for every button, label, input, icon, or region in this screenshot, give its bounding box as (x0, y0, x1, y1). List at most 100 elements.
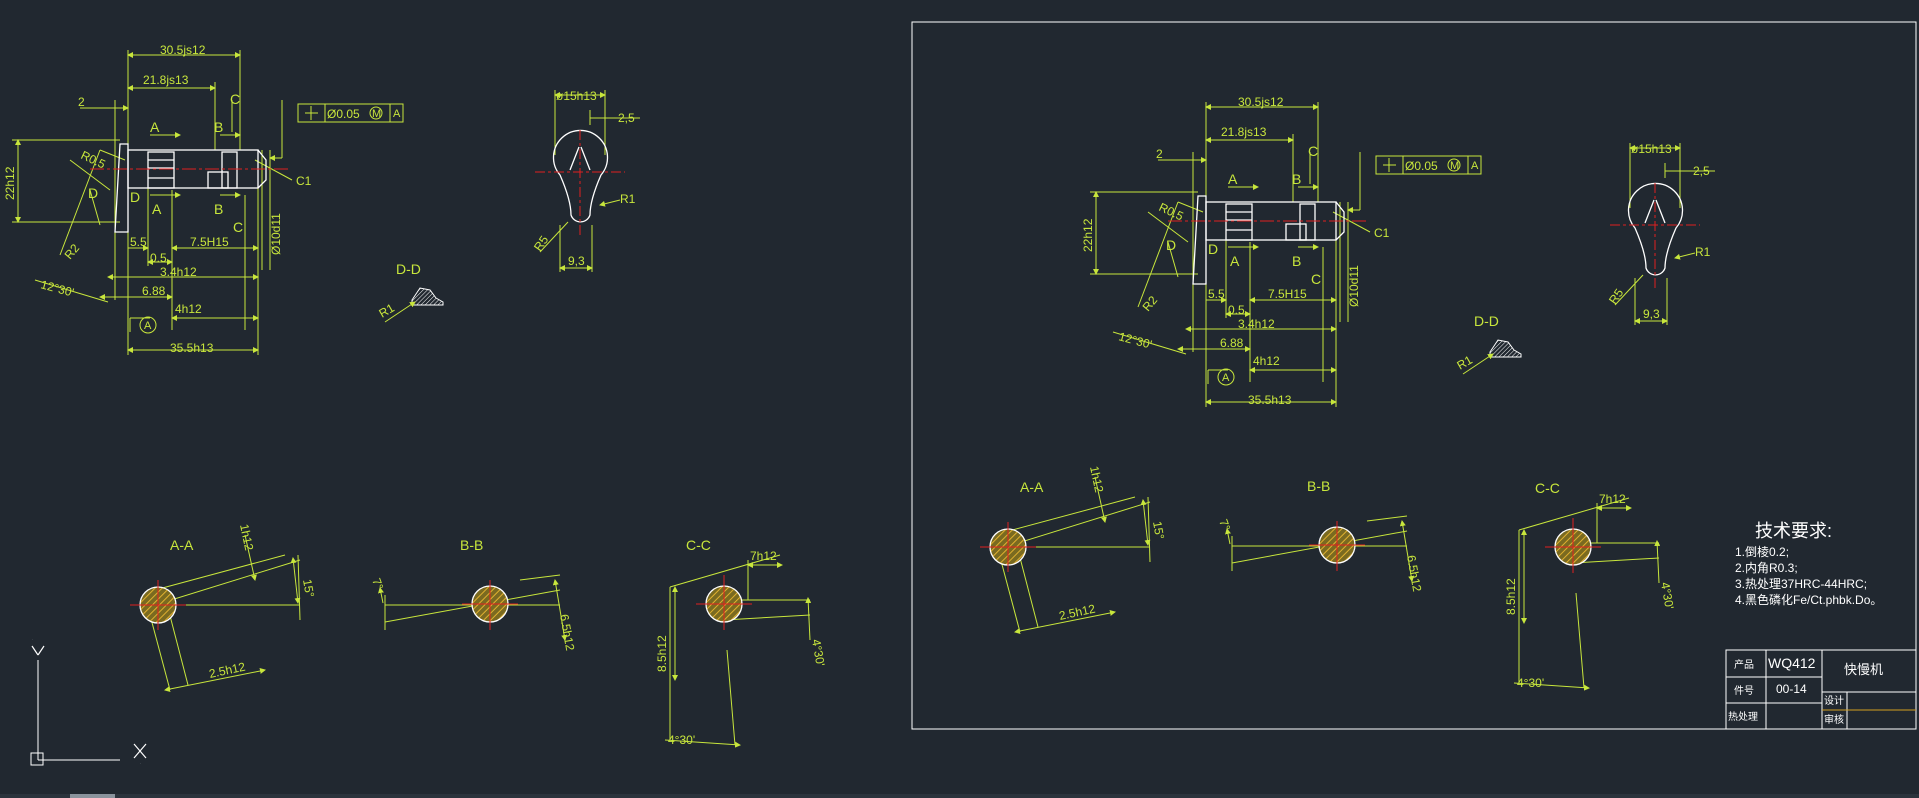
section-aa-angle: 15° (300, 578, 317, 599)
section-aa-angle: 15° (1150, 520, 1167, 541)
tech-item-1: 1.倒棱0.2; (1735, 544, 1789, 559)
dim-22: 22h12 (1081, 218, 1095, 252)
right-side-view[interactable]: ø15h13 2,5 R1 R5 9,3 (1606, 142, 1715, 325)
tolerance-modifier: M (1450, 160, 1459, 172)
section-cc-title: C-C (686, 537, 711, 553)
right-main-view[interactable]: 30.5js12 21.8js13 2 A B C Ø0.05 M A R0.5… (1081, 95, 1481, 407)
section-a-label-bottom: A (152, 201, 162, 217)
section-c-label: C (1308, 143, 1318, 159)
review-label: 审核 (1824, 713, 1844, 726)
dim-r5: R5 (1606, 286, 1626, 307)
section-b-label: B (214, 119, 223, 135)
dim-22: 22h12 (3, 166, 17, 200)
dim-5-5: 5.5 (130, 235, 147, 249)
dim-2: 2 (1156, 147, 1163, 161)
ucs-x-label: X (140, 763, 141, 765)
section-a-label-bottom: A (1230, 253, 1240, 269)
tolerance-modifier: M (372, 108, 381, 120)
dim-5-5: 5.5 (1208, 287, 1225, 301)
dim-21-8: 21.8js13 (1221, 125, 1267, 139)
ucs-icon: Y X (30, 639, 147, 766)
dim-35-5: 35.5h13 (1248, 393, 1292, 407)
dim-0-5: 0.5 (1228, 303, 1245, 317)
product-value: WQ412 (1768, 655, 1816, 671)
detail-dd-title: D-D (396, 261, 421, 277)
dim-r5: R5 (531, 233, 551, 254)
left-detail-dd[interactable]: D-D R1 (377, 261, 444, 322)
section-cc-angle-1: 4°30' (668, 733, 695, 747)
section-cc-angle-1: 4°30' (1517, 676, 1544, 690)
section-cc-angle-2: 4°30' (1658, 581, 1676, 610)
right-section-aa[interactable]: A-A 1h12 15° 2.5h12 (980, 465, 1167, 632)
section-bb-dim-6-5: 6.5h12 (1404, 554, 1424, 593)
heat-treatment-label: 热处理 (1728, 710, 1758, 723)
section-c-label: C (230, 91, 240, 107)
dim-0-5: 0.5 (150, 251, 167, 265)
tolerance-value: Ø0.05 (1405, 159, 1438, 173)
section-bb-title: B-B (1307, 478, 1330, 494)
dim-phi10: Ø10d11 (269, 213, 283, 255)
section-aa-title: A-A (1020, 479, 1044, 495)
section-a-label: A (150, 119, 160, 135)
tech-item-2: 2.内角R0.3; (1735, 561, 1798, 575)
left-side-view[interactable]: ø15h13 2,5 R1 R5 9,3 (531, 89, 640, 272)
section-aa-dim-1: 1h12 (1087, 465, 1106, 494)
dim-angle: 12°30' (1117, 329, 1153, 351)
left-section-bb[interactable]: B-B 7° 6.5h12 (369, 537, 577, 652)
tech-title: 技术要求: (1755, 521, 1832, 541)
title-block[interactable]: 产品 WQ412 快慢机 件号 00-14 设计 热处理 审核 (1725, 649, 1917, 730)
dim-4: 4h12 (175, 302, 202, 316)
right-detail-dd[interactable]: D-D R1 (1455, 313, 1522, 374)
section-bb-title: B-B (460, 537, 483, 553)
dim-3-4: 3.4h12 (1238, 317, 1275, 331)
dim-r1: R1 (620, 192, 636, 206)
tolerance-datum: A (1471, 160, 1479, 172)
dim-angle: 12°30' (39, 277, 75, 299)
section-cc-dim-7: 7h12 (750, 549, 777, 563)
bottom-strip (0, 794, 1919, 798)
product-label: 产品 (1734, 658, 1754, 671)
dim-6-88: 6.88 (142, 284, 166, 298)
left-main-view[interactable]: 30.5js12 21.8js13 2 A B C Ø0.05 M A R0.5… (3, 43, 403, 355)
dim-21-8: 21.8js13 (143, 73, 189, 87)
dim-4: 4h12 (1253, 354, 1280, 368)
section-c-label-bottom: C (1311, 271, 1321, 287)
left-section-aa[interactable]: A-A 1h12 15° 2.5h12 (130, 523, 317, 690)
part-value: 00-14 (1776, 682, 1807, 696)
section-aa-dim-1: 1h12 (237, 523, 256, 552)
dim-7-5: 7.5H15 (190, 235, 229, 249)
section-aa-title: A-A (170, 537, 194, 553)
tolerance-value: Ø0.05 (327, 107, 360, 121)
section-cc-dim-7: 7h12 (1599, 492, 1626, 506)
section-a-label: A (1228, 171, 1238, 187)
tech-item-4: 4.黑色磷化Fe/Ct.phbk.Do。 (1735, 592, 1882, 607)
dim-3-4: 3.4h12 (160, 265, 197, 279)
section-bb-dim-6-5: 6.5h12 (557, 613, 577, 652)
dim-2: 2 (78, 95, 85, 109)
dim-r1: R1 (1695, 245, 1711, 259)
datum-label: A (144, 320, 152, 332)
section-bb-angle: 7° (369, 576, 386, 592)
dim-phi10: Ø10d11 (1347, 265, 1361, 307)
dim-35-5: 35.5h13 (170, 341, 214, 355)
section-b-label-bottom: B (214, 201, 223, 217)
left-section-cc[interactable]: C-C 7h12 8.5h12 4°30' 4°30' (655, 537, 828, 747)
section-cc-angle-2: 4°30' (809, 638, 827, 667)
tech-item-3: 3.热处理37HRC-44HRC; (1735, 577, 1867, 591)
dim-c1: C1 (296, 174, 312, 188)
dim-dia-15: ø15h13 (556, 89, 597, 103)
technical-requirements: 技术要求: 1.倒棱0.2; 2.内角R0.3; 3.热处理37HRC-44HR… (1735, 521, 1882, 607)
ucs-y-label: Y (32, 639, 33, 641)
section-bb-angle: 7° (1216, 517, 1233, 533)
tolerance-datum: A (393, 108, 401, 120)
right-section-bb[interactable]: B-B 7° 6.5h12 (1216, 478, 1424, 593)
dim-9-3: 9,3 (568, 254, 585, 268)
detail-dd-title: D-D (1474, 313, 1499, 329)
layout-frame (911, 21, 1917, 730)
right-section-cc[interactable]: C-C 7h12 8.5h12 4°30' 4°30' (1504, 480, 1677, 690)
dim-dia-15: ø15h13 (1631, 142, 1672, 156)
detail-dd-r1: R1 (377, 301, 398, 321)
design-label: 设计 (1824, 694, 1844, 707)
layout-tab-indicator[interactable] (70, 794, 115, 798)
